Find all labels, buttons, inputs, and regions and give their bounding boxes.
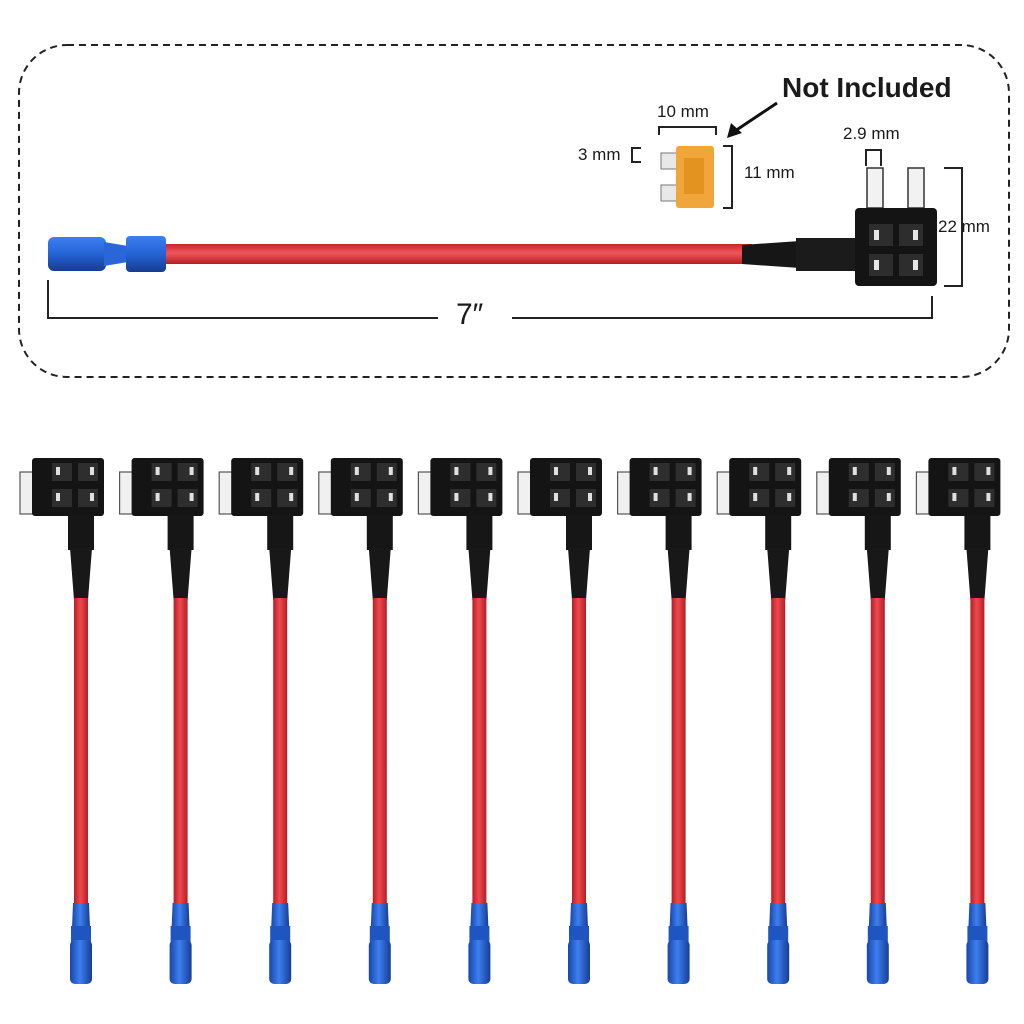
fuse-tap-unit xyxy=(417,458,503,984)
fuse-thickness-label: 3 mm xyxy=(578,145,621,164)
fuse-tap-unit xyxy=(517,458,602,984)
fuse-tap-unit xyxy=(915,458,1001,984)
fuse-tap-unit xyxy=(616,458,702,984)
fuse-tap-unit xyxy=(19,458,104,984)
fuse-tap-row xyxy=(19,458,1001,984)
dashed-frame xyxy=(18,44,1010,378)
fuse-tap-unit xyxy=(816,458,901,984)
fuse-tap-unit xyxy=(716,458,802,984)
dimension-lines xyxy=(47,126,963,319)
slot-width-label: 2.9 mm xyxy=(843,124,900,143)
red-wire-horizontal xyxy=(160,244,752,264)
cable-length-label: 7″ xyxy=(456,298,484,331)
blue-butt-connector-icon xyxy=(48,236,166,272)
fuse-tap-unit xyxy=(318,458,403,984)
fuse-icon xyxy=(660,146,714,208)
arrow-icon xyxy=(727,101,778,138)
fuse-tap-holder-icon xyxy=(855,167,937,286)
fuse-width-label: 10 mm xyxy=(657,102,709,121)
holder-height-label: 22 mm xyxy=(938,217,990,236)
not-included-label: Not Included xyxy=(782,72,952,103)
fuse-height-label: 11 mm xyxy=(744,163,795,182)
heat-shrink-tube xyxy=(742,241,800,268)
fuse-tap-unit xyxy=(218,458,304,984)
fuse-tap-unit xyxy=(118,458,204,984)
